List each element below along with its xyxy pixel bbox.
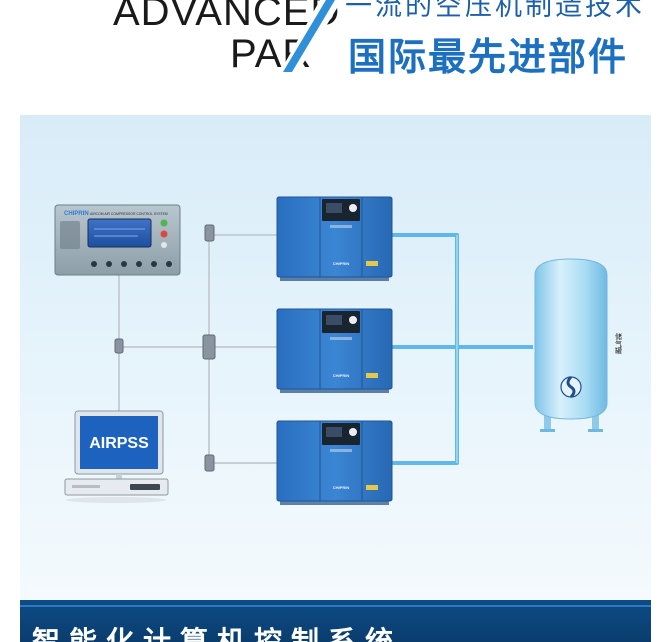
header-english-line-1: ADVANCED (113, 0, 341, 34)
air-storage-tank: 储气罐 (534, 258, 623, 432)
compressor-unit-3: CHIPRIN (276, 420, 393, 505)
cable-connectors (114, 224, 216, 472)
compressor-warning-label (366, 485, 378, 490)
tank-label: 储气罐 (615, 332, 623, 355)
compressor-brand-label: CHIPRIN (333, 373, 350, 378)
computer-case (64, 478, 169, 496)
header-chinese-line-2: 国际最先进部件 (348, 37, 629, 79)
compressor-brand-label: CHIPRIN (333, 261, 350, 266)
computer-label: AIRPSS (89, 435, 149, 452)
header-slash-divider (280, 0, 342, 72)
controller-display (87, 218, 152, 248)
controller-title: AIRCOM AIR COMPRESSOR CONTROL SYSTEM (90, 212, 168, 216)
computer-screen (80, 416, 158, 469)
system-diagram: CHIPRIN AIRCOM AIR COMPRESSOR CONTROL SY… (20, 115, 651, 600)
tank-body (534, 258, 608, 420)
footer-banner: 智能化计算机控制系统 (20, 600, 651, 642)
controller-logo: CHIPRIN (64, 211, 89, 217)
compressor-group: CHIPRIN CHIPRIN CHIPRIN (276, 196, 393, 505)
compressor-brand-label: CHIPRIN (333, 485, 350, 490)
control-cables (118, 232, 277, 465)
footer-accent-line (20, 605, 651, 607)
computer-workstation: AIRPSS (64, 410, 169, 503)
air-pipes (392, 233, 533, 465)
header-chinese-line-1: 一流的空压机制造技术 (345, 0, 645, 21)
compressor-warning-label (366, 373, 378, 378)
footer-title: 智能化计算机控制系统 (32, 626, 403, 642)
compressor-unit-2: CHIPRIN (276, 308, 393, 393)
compressor-unit-1: CHIPRIN (276, 196, 393, 281)
compressor-warning-label (366, 261, 378, 266)
control-panel: CHIPRIN AIRCOM AIR COMPRESSOR CONTROL SY… (54, 204, 181, 276)
